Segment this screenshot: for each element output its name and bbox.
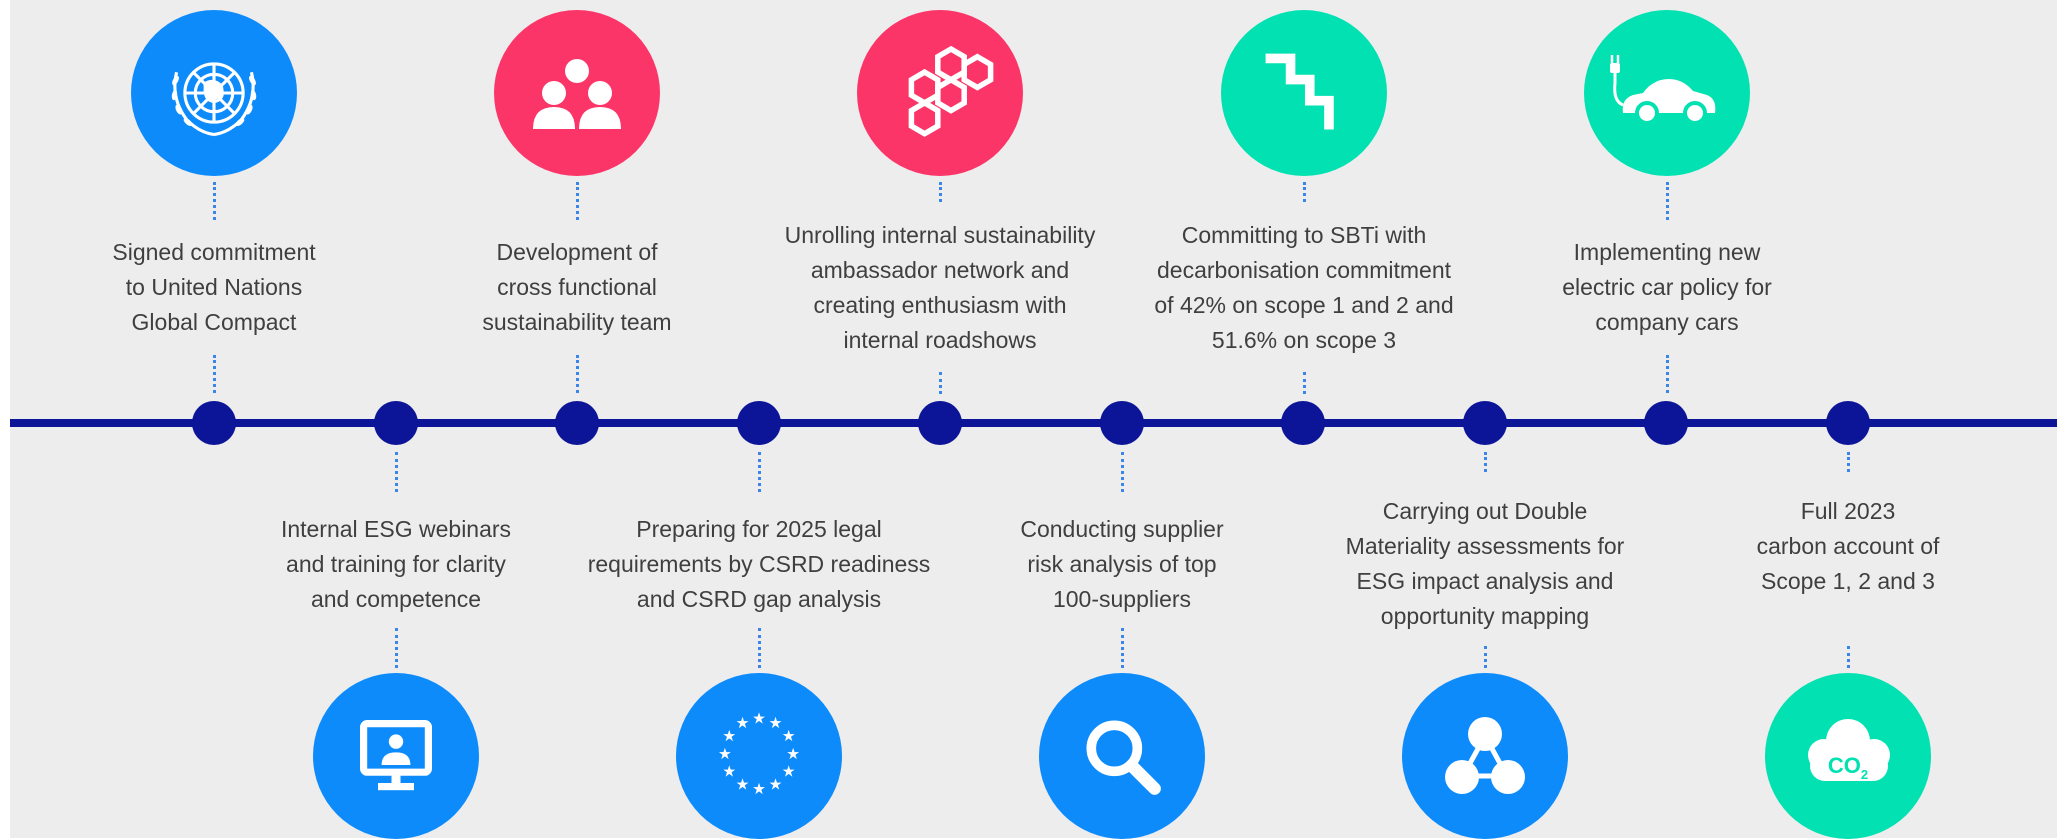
timeline-node: [1463, 401, 1507, 445]
svg-text:★: ★: [786, 745, 800, 763]
timeline-node: [1826, 401, 1870, 445]
svg-text:★: ★: [722, 762, 736, 780]
connector-dots: [939, 182, 942, 202]
connector-dots: [1666, 355, 1669, 393]
svg-text:★: ★: [736, 714, 750, 732]
timeline-node: [1100, 401, 1144, 445]
svg-text:★: ★: [722, 727, 736, 745]
svg-text:★: ★: [736, 776, 750, 794]
magnifier-icon: [1039, 673, 1205, 839]
connector-dots: [1484, 452, 1487, 472]
webinar-screen-icon: [313, 673, 479, 839]
molecule-icon: [1402, 673, 1568, 839]
connector-dots: [213, 355, 216, 393]
timeline-node: [918, 401, 962, 445]
co2-label: CO2: [1828, 753, 1868, 782]
timeline-node: [555, 401, 599, 445]
connector-dots: [1666, 182, 1669, 220]
connector-dots: [1121, 628, 1124, 668]
svg-text:★: ★: [769, 714, 783, 732]
connector-dots: [1121, 452, 1124, 492]
svg-text:★: ★: [752, 780, 766, 798]
connector-dots: [1303, 182, 1306, 202]
eu-stars-icon: ★ ★ ★ ★ ★ ★ ★ ★ ★ ★ ★ ★: [676, 673, 842, 839]
timeline-node: [1644, 401, 1688, 445]
timeline-node: [374, 401, 418, 445]
co2-cloud-icon: CO2: [1765, 673, 1931, 839]
svg-text:★: ★: [718, 745, 732, 763]
connector-dots: [395, 628, 398, 668]
timeline-node: [737, 401, 781, 445]
connector-dots: [758, 628, 761, 668]
connector-dots: [1303, 372, 1306, 394]
team-people-icon: [494, 10, 660, 176]
electric-car-icon: [1584, 10, 1750, 176]
timeline-node: [192, 401, 236, 445]
svg-text:★: ★: [782, 762, 796, 780]
connector-dots: [1847, 646, 1850, 668]
connector-dots: [213, 182, 216, 220]
connector-dots: [395, 452, 398, 492]
svg-text:★: ★: [782, 727, 796, 745]
hexagon-network-icon: [857, 10, 1023, 176]
svg-text:★: ★: [752, 710, 766, 728]
timeline-axis: [10, 419, 2057, 427]
stairs-down-icon: [1221, 10, 1387, 176]
connector-dots: [939, 372, 942, 394]
svg-text:★: ★: [769, 776, 783, 794]
connector-dots: [576, 182, 579, 220]
connector-dots: [576, 355, 579, 393]
timeline-node: [1281, 401, 1325, 445]
connector-dots: [758, 452, 761, 492]
un-emblem-icon: [131, 10, 297, 176]
connector-dots: [1484, 646, 1487, 668]
connector-dots: [1847, 452, 1850, 472]
